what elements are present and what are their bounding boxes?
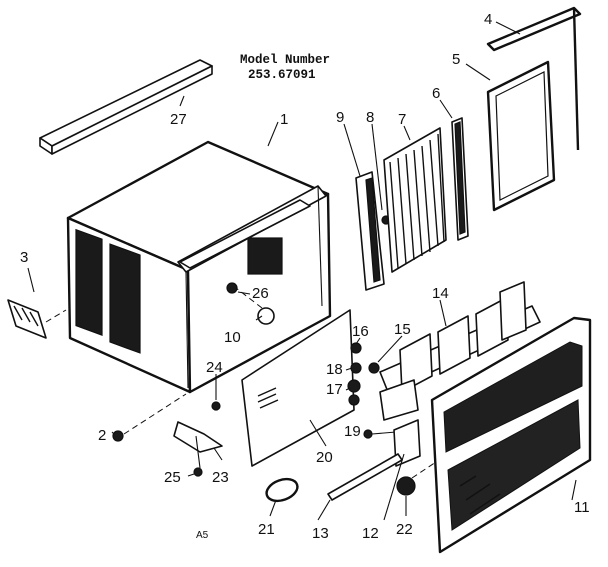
callout-21: 21	[258, 521, 275, 538]
callout-24: 24	[206, 359, 223, 376]
callout-17: 17	[326, 381, 343, 398]
part-16-washer	[350, 342, 362, 354]
callout-27: 27	[170, 111, 187, 128]
part-21-gasket-ring	[265, 477, 299, 503]
callout-leaders	[27, 21, 577, 521]
page-code: A5	[196, 530, 209, 541]
part-15-screw	[368, 362, 380, 374]
callout-1: 1	[280, 111, 288, 128]
callout-9: 9	[336, 109, 344, 126]
part-7-coil	[383, 127, 447, 273]
part-23-mounting-bracket	[173, 421, 223, 469]
callout-16: 16	[352, 323, 369, 340]
part-12-bracket	[393, 419, 421, 467]
callout-7: 7	[398, 111, 406, 128]
cabinet-side-louvres	[75, 228, 283, 354]
part-3-side-bracket	[7, 299, 67, 339]
part-4-top-gasket	[486, 6, 582, 151]
part-25-screw	[193, 467, 203, 477]
callout-19: 19	[344, 423, 361, 440]
callout-2: 2	[98, 427, 106, 444]
callout-4: 4	[484, 11, 492, 28]
callout-15: 15	[394, 321, 411, 338]
callout-25: 25	[164, 469, 181, 486]
callout-13: 13	[312, 525, 329, 542]
callout-20: 20	[316, 449, 333, 466]
callout-22: 22	[396, 521, 413, 538]
model-number-value: 253.67091	[248, 68, 316, 82]
part-6-side-strip	[451, 117, 469, 241]
callout-14: 14	[432, 285, 449, 302]
part-20-control-panel	[241, 309, 355, 467]
part-1-cabinet	[66, 140, 332, 394]
part-19-screw	[363, 429, 397, 439]
part-13-rod	[327, 453, 403, 501]
callout-10: 10	[224, 329, 241, 346]
part-5-gasket-frame	[486, 60, 556, 212]
callout-18: 18	[326, 361, 343, 378]
callout-23: 23	[212, 469, 229, 486]
part-2-screw	[112, 393, 187, 442]
part-24-screw	[211, 401, 221, 411]
callout-8: 8	[366, 109, 374, 126]
model-number-heading: Model Number	[240, 53, 330, 67]
part-27-top-rail	[39, 59, 213, 155]
part-14-control-bracket	[379, 281, 541, 421]
part-22-knob	[396, 461, 437, 496]
callout-12: 12	[362, 525, 379, 542]
callout-3: 3	[20, 249, 28, 266]
part-18-nut	[350, 362, 362, 374]
part-26-screw	[226, 282, 251, 295]
callout-6: 6	[432, 85, 440, 102]
callout-11: 11	[574, 499, 590, 516]
part-10-knob	[235, 287, 275, 325]
callout-26: 26	[252, 285, 269, 302]
part-17-spacer	[347, 379, 361, 406]
callout-5: 5	[452, 51, 460, 68]
part-9-side-panel	[355, 171, 385, 291]
part-11-front-grille	[430, 316, 592, 554]
